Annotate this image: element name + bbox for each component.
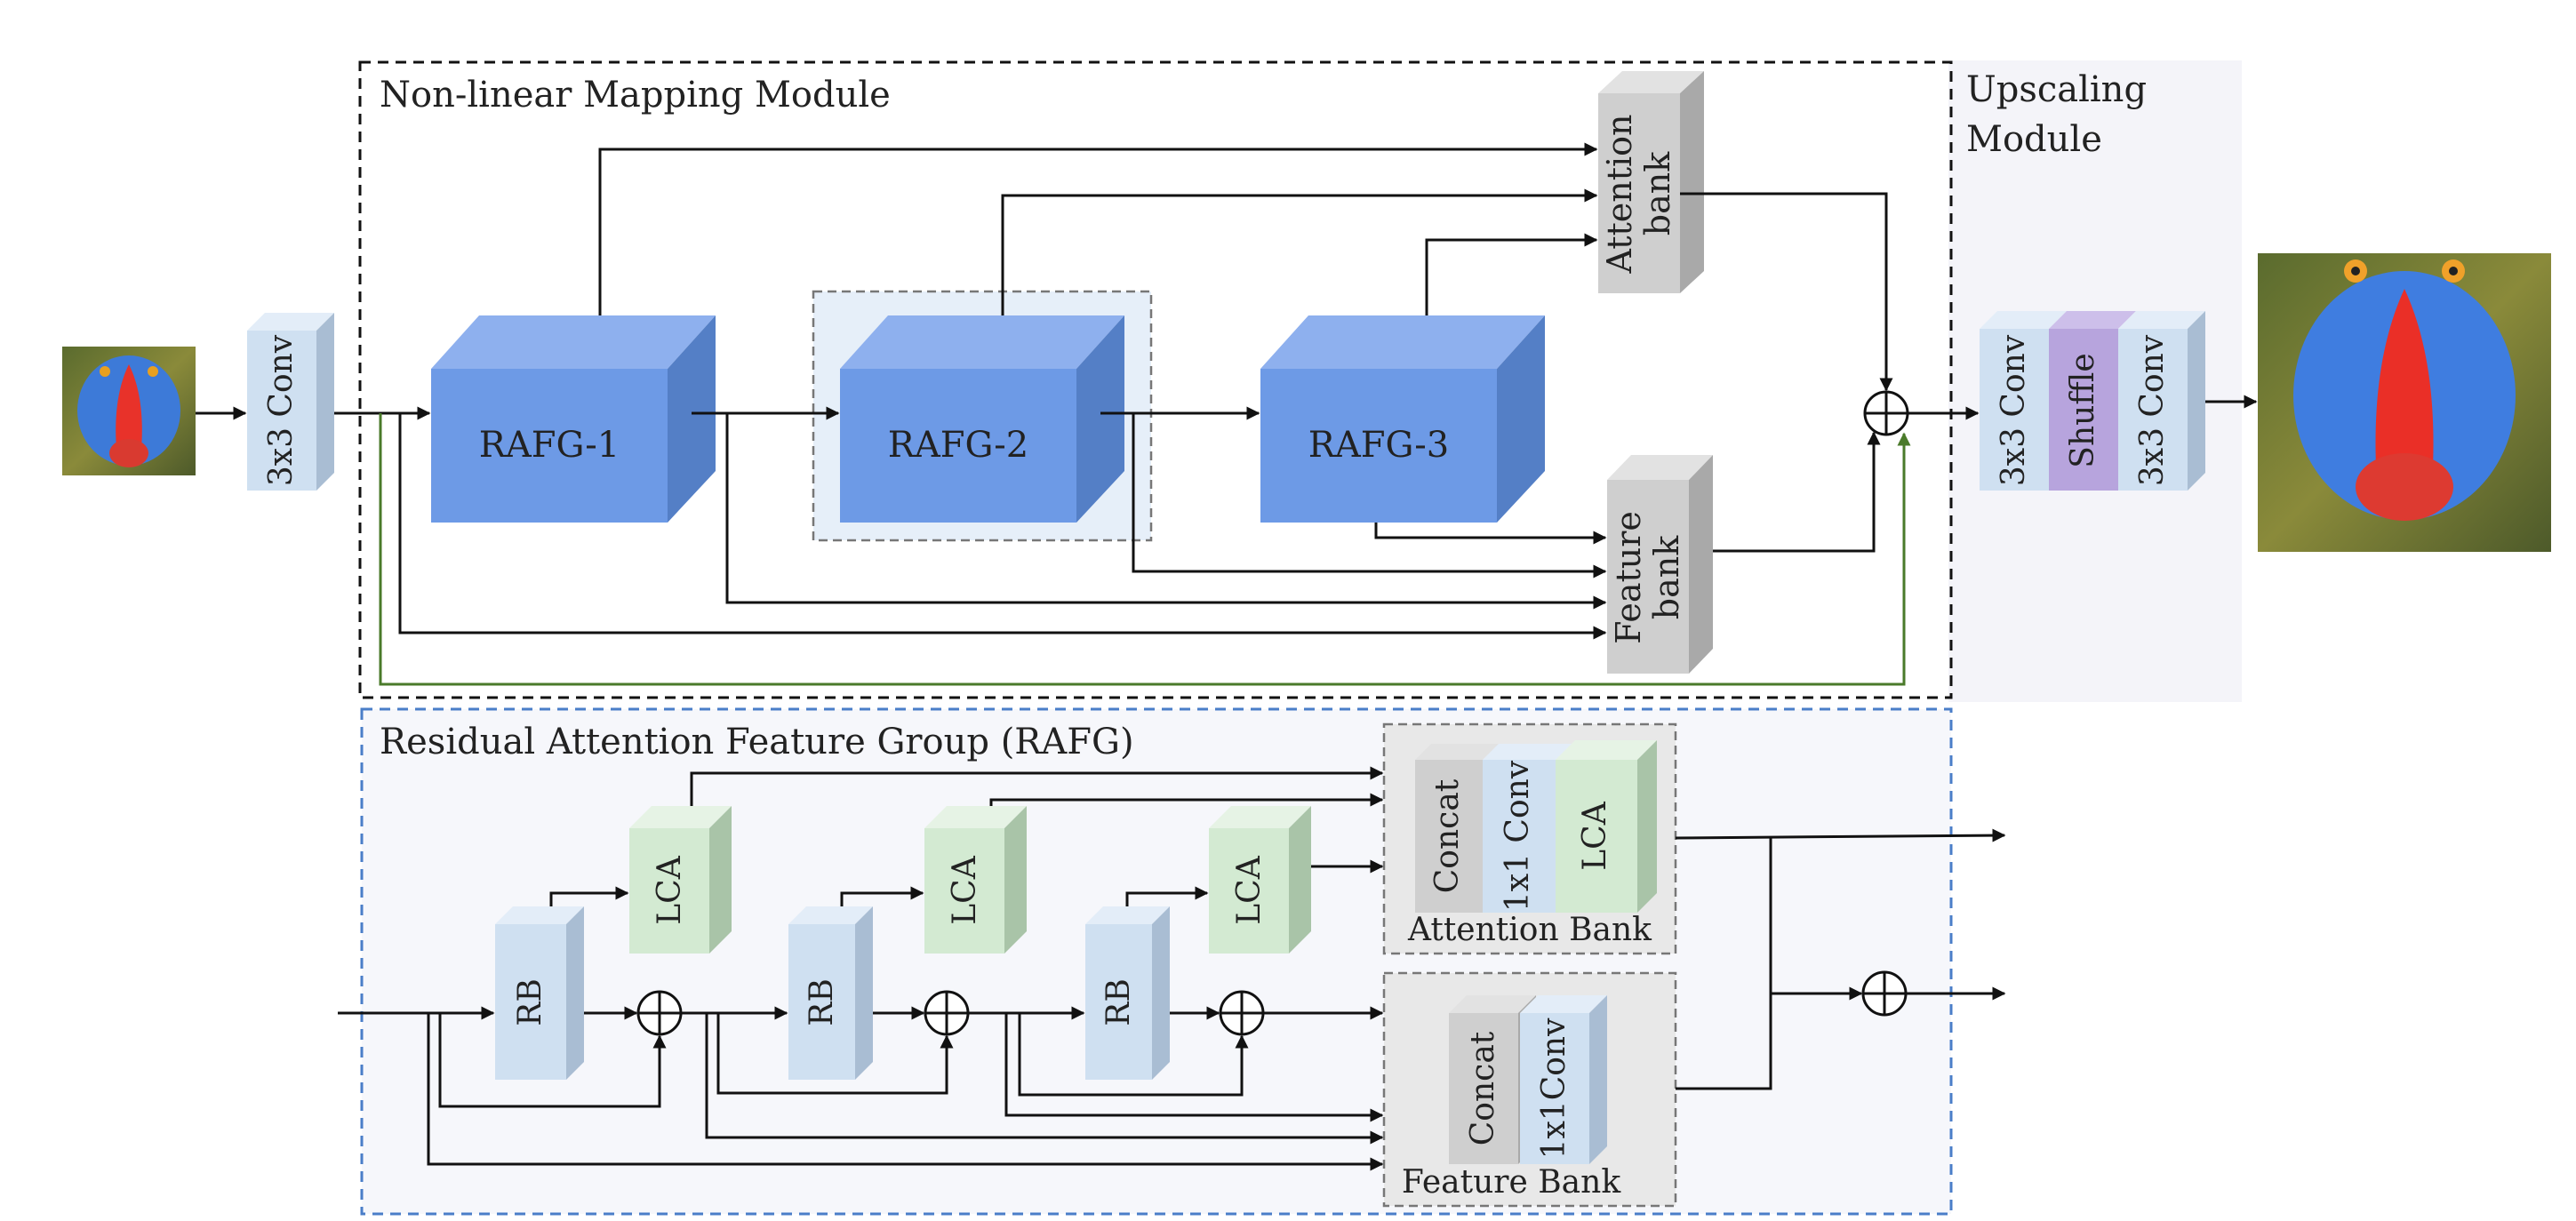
rafg2-label: RAFG-2: [888, 425, 1028, 466]
attention-bank-caption: Attention Bank: [1407, 912, 1652, 948]
rafg3-block: RAFG-3: [1260, 315, 1545, 523]
lca-block-3: LCA: [1209, 806, 1311, 954]
top-connections: [196, 142, 2258, 686]
rafg1-block: RAFG-1: [431, 315, 716, 523]
upscaling-module-title-line1: Upscaling: [1966, 69, 2147, 110]
rb-label-2: RB: [804, 978, 840, 1026]
lca-block-1: LCA: [629, 806, 732, 954]
att-lca-block: LCA: [1556, 740, 1657, 913]
att-conv1x1-label: 1x1 Conv: [1500, 760, 1536, 912]
rafg-sum-node-2: [924, 990, 970, 1036]
shuffle-block: Shuffle: [2049, 311, 2136, 491]
rb-block-3: RB: [1085, 906, 1170, 1080]
upscale-conv2-label: 3x3 Conv: [2134, 334, 2171, 486]
rafg-sum-node-3: [1219, 990, 1265, 1036]
upscale-conv1-block: 3x3 Conv: [1980, 311, 2067, 491]
lca-label-2: LCA: [947, 855, 983, 924]
rafg-connections: [338, 766, 2006, 1171]
input-conv-block: 3x3 Conv: [247, 313, 334, 491]
input-conv-label: 3x3 Conv: [263, 334, 300, 486]
upscaling-module-title-line2: Module: [1966, 119, 2102, 160]
attention-bank-label-line1: Attention: [1600, 114, 1639, 274]
lca-block-2: LCA: [924, 806, 1027, 954]
input-image: [62, 347, 196, 475]
att-conv1x1-block: 1x1 Conv: [1483, 744, 1572, 913]
rb-block-2: RB: [788, 906, 873, 1080]
shuffle-label: Shuffle: [2065, 353, 2101, 467]
rb-label-1: RB: [512, 978, 548, 1026]
top-sum-node: [1863, 390, 1909, 436]
mapping-module-title: Non-linear Mapping Module: [380, 75, 891, 116]
feature-bank-block: Feature bank: [1607, 455, 1713, 674]
rb-label-3: RB: [1100, 978, 1137, 1026]
rafg1-label: RAFG-1: [479, 425, 620, 466]
rb-block-1: RB: [495, 906, 584, 1080]
att-concat-label: Concat: [1429, 778, 1466, 893]
feat-conv1x1-label: 1x1Conv: [1536, 1018, 1572, 1160]
upscale-conv1-label: 3x3 Conv: [1996, 334, 2032, 486]
output-image: [2258, 253, 2551, 552]
attention-bank-label-line2: bank: [1638, 151, 1677, 235]
att-lca-label: LCA: [1577, 801, 1613, 870]
att-concat-block: Concat: [1415, 744, 1499, 913]
feat-concat-label: Concat: [1465, 1031, 1501, 1145]
mapping-module-border: [358, 60, 1953, 699]
feature-bank-caption: Feature Bank: [1402, 1164, 1621, 1201]
lca-label-1: LCA: [652, 855, 688, 924]
upscale-conv2-block: 3x3 Conv: [2118, 311, 2205, 491]
rafg-sum-node-1: [636, 990, 683, 1036]
feat-conv1x1-block: 1x1Conv: [1520, 995, 1607, 1164]
attention-bank-block: Attention bank: [1598, 71, 1704, 293]
rafg-output-sum-node: [1861, 970, 1908, 1017]
rafg2-block: RAFG-2: [840, 315, 1124, 523]
rafg-section-title: Residual Attention Feature Group (RAFG): [380, 722, 1134, 762]
feature-bank-label-line2: bank: [1647, 535, 1686, 619]
lca-label-3: LCA: [1231, 855, 1268, 924]
feature-bank-label-line1: Feature: [1609, 511, 1648, 644]
rafg3-label: RAFG-3: [1308, 425, 1449, 466]
